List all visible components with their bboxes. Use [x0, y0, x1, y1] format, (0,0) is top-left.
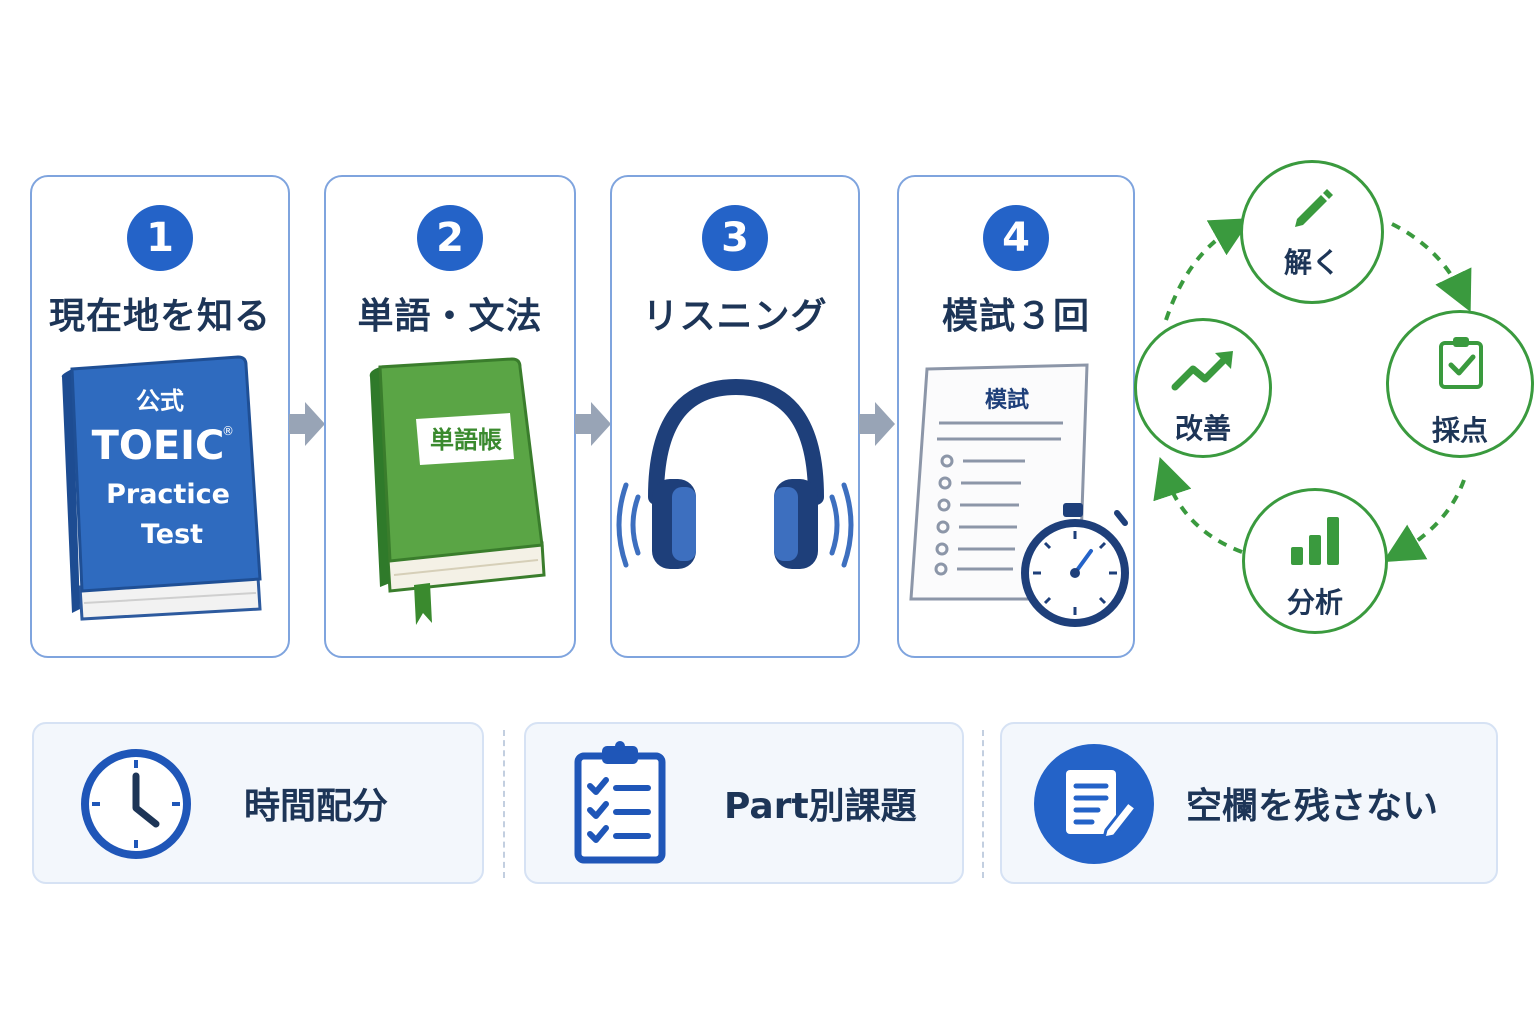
step-badge-3: 3 — [702, 205, 768, 271]
tip-label-blank: 空欄を残さない — [1186, 786, 1439, 827]
step-badge-4: 4 — [983, 205, 1049, 271]
tip-card-time: 時間配分 — [32, 722, 484, 884]
pencil-icon — [1295, 189, 1333, 227]
arrow-right-icon — [859, 402, 895, 446]
checklist-icon — [574, 741, 666, 864]
document-edit-icon — [1034, 744, 1154, 864]
book-line-4: Test — [141, 519, 203, 550]
cycle-node-label: 改善 — [1174, 412, 1231, 445]
cycle-node-solve: 解く — [1240, 160, 1384, 304]
step-title-2: 単語・文法 — [357, 296, 543, 337]
step-title-4: 模試３回 — [941, 296, 1090, 337]
notebook-icon: 単語帳 — [369, 357, 546, 625]
step-badge-2: 2 — [417, 205, 483, 271]
cycle-node-improve: 改善 — [1134, 318, 1272, 458]
exam-paper-icon: 模試 — [909, 363, 1129, 627]
arrow-right-icon — [289, 402, 325, 446]
tip-label-part: Part別課題 — [724, 786, 917, 827]
step-title-1: 現在地を知る — [48, 296, 271, 337]
arrow-right-icon — [575, 402, 611, 446]
cycle-node-label: 解く — [1283, 246, 1340, 279]
pdca-cycle: 解く 採点 分析 改善 — [1130, 150, 1536, 650]
trend-up-icon — [1171, 351, 1233, 391]
cycle-node-analyze: 分析 — [1242, 488, 1388, 634]
tip-card-part: Part別課題 — [524, 722, 964, 884]
step-card-4: 4 模試３回 模試 — [897, 175, 1135, 658]
tip-label-time: 時間配分 — [244, 786, 389, 827]
clock-icon — [81, 749, 191, 859]
headphones-icon — [616, 378, 854, 569]
book-line-3: Practice — [106, 479, 230, 510]
book-line-1: 公式 — [136, 387, 184, 415]
paper-title: 模試 — [985, 387, 1029, 413]
cycle-arrows — [1153, 218, 1472, 563]
bar-chart-icon — [1291, 517, 1339, 565]
divider — [503, 730, 505, 878]
step-card-3: 3 リスニング — [610, 175, 860, 658]
clipboard-check-icon — [1439, 337, 1483, 389]
book-icon: 公式 TOEIC ® Practice Test — [61, 355, 262, 621]
cycle-node-score: 採点 — [1386, 310, 1534, 458]
notebook-label: 単語帳 — [430, 426, 502, 454]
divider — [982, 730, 984, 878]
step-card-2: 2 単語・文法 単語帳 — [324, 175, 576, 658]
cycle-node-label: 分析 — [1286, 586, 1343, 619]
book-line-2: TOEIC — [92, 423, 225, 469]
step-title-3: リスニング — [642, 296, 828, 337]
cycle-node-label: 採点 — [1431, 414, 1488, 447]
step-badge-1: 1 — [127, 205, 193, 271]
registered-mark: ® — [222, 424, 234, 438]
step-card-1: 1 現在地を知る 公式 TOEIC ® Practice Test — [30, 175, 290, 658]
tip-card-blank: 空欄を残さない — [1000, 722, 1498, 884]
